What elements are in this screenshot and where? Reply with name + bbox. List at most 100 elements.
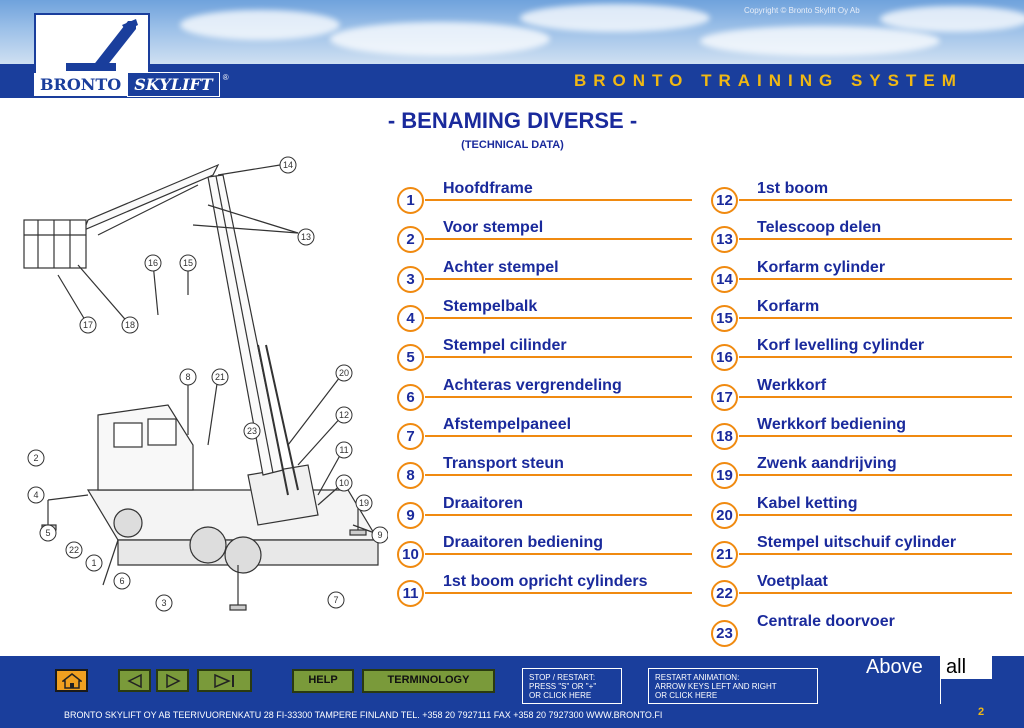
svg-text:16: 16 <box>148 258 158 268</box>
item-label: Hoofdframe <box>443 180 533 197</box>
callout-5: 5 <box>39 524 57 542</box>
bronto-skylift-logo[interactable]: BRONTO SKYLIFT ® <box>34 71 229 97</box>
skylift-truck-diagram: 14 13 16 15 17 18 8 21 20 12 23 11 10 9 … <box>23 156 388 612</box>
item-number: 14 <box>711 266 738 293</box>
svg-text:1: 1 <box>91 558 96 568</box>
callout-11: 11 <box>335 441 353 459</box>
logo-skylift-text: SKYLIFT <box>127 71 220 97</box>
slogan-above: Above <box>866 656 923 678</box>
item-number: 4 <box>397 305 424 332</box>
callout-20: 20 <box>335 364 353 382</box>
training-system-title: BRONTO TRAINING SYSTEM <box>574 71 963 90</box>
item-number: 18 <box>711 423 738 450</box>
callout-4: 4 <box>27 486 45 504</box>
item-label: Achter stempel <box>443 259 559 276</box>
callout-18: 18 <box>121 316 139 334</box>
terminology-button[interactable]: TERMINOLOGY <box>362 669 495 693</box>
slogan-all: all <box>940 656 992 678</box>
item-label: Transport steun <box>443 455 564 472</box>
sky-banner <box>0 0 1024 64</box>
callout-13: 13 <box>297 228 315 246</box>
svg-text:10: 10 <box>339 478 349 488</box>
skylift-emblem-icon <box>66 19 138 71</box>
logo-bronto-text: BRONTO <box>34 72 128 96</box>
svg-text:2: 2 <box>33 453 38 463</box>
play-icon <box>165 673 181 688</box>
callout-7: 7 <box>327 591 345 609</box>
home-icon <box>61 672 82 689</box>
item-label: Afstempelpaneel <box>443 416 572 433</box>
item-label: Werkkorf <box>757 377 827 394</box>
item-number: 20 <box>711 502 738 529</box>
svg-text:15: 15 <box>183 258 193 268</box>
item-label: 1st boom <box>757 180 829 197</box>
item-label: Voor stempel <box>443 219 544 236</box>
item-number: 8 <box>397 462 424 489</box>
callout-23: 23 <box>243 422 261 440</box>
item-number: 12 <box>711 187 738 214</box>
callout-19: 19 <box>355 494 373 512</box>
item-label: Werkkorf bediening <box>757 416 907 433</box>
item-number: 5 <box>397 344 424 371</box>
svg-text:11: 11 <box>339 445 348 455</box>
callout-3: 3 <box>155 594 173 612</box>
page-number: 2 <box>978 706 985 718</box>
item-label: Korf levelling cylinder <box>757 337 925 354</box>
item-label: 1st boom opricht cylinders <box>443 573 648 590</box>
item-number: 17 <box>711 384 738 411</box>
item-number: 11 <box>397 580 424 607</box>
svg-text:21: 21 <box>215 372 225 382</box>
item-label: Zwenk aandrijving <box>757 455 897 472</box>
callout-12: 12 <box>335 406 353 424</box>
svg-text:20: 20 <box>339 368 349 378</box>
svg-text:23: 23 <box>247 426 257 436</box>
item-number: 23 <box>711 620 738 647</box>
restart-animation-info[interactable]: RESTART ANIMATION: ARROW KEYS LEFT AND R… <box>648 668 818 704</box>
svg-text:5: 5 <box>45 528 50 538</box>
home-button[interactable] <box>55 669 88 692</box>
svg-text:3: 3 <box>161 598 166 608</box>
item-number: 16 <box>711 344 738 371</box>
help-button[interactable]: HELP <box>292 669 354 693</box>
svg-text:7: 7 <box>333 595 338 605</box>
registered-mark: ® <box>222 73 229 82</box>
callout-14: 14 <box>279 156 297 174</box>
callout-1: 1 <box>85 554 103 572</box>
svg-text:8: 8 <box>185 372 190 382</box>
item-number: 10 <box>397 541 424 568</box>
callout-9: 9 <box>371 526 388 544</box>
item-label: Achteras vergrendeling <box>443 377 622 394</box>
item-number: 21 <box>711 541 738 568</box>
item-label: Kabel ketting <box>757 495 858 512</box>
svg-text:19: 19 <box>359 498 369 508</box>
next-slide-button[interactable] <box>197 669 252 692</box>
item-label: Korfarm <box>757 298 820 315</box>
page-subtitle: (TECHNICAL DATA) <box>461 139 564 151</box>
item-number: 1 <box>397 187 424 214</box>
copyright-notice: Copyright © Bronto Skylift Oy Ab <box>744 6 860 15</box>
item-number: 7 <box>397 423 424 450</box>
item-number: 3 <box>397 266 424 293</box>
item-label: Draaitoren bediening <box>443 534 604 551</box>
svg-text:18: 18 <box>125 320 135 330</box>
svg-text:4: 4 <box>33 490 38 500</box>
item-number: 22 <box>711 580 738 607</box>
item-label: Stempelbalk <box>443 298 538 315</box>
item-number: 6 <box>397 384 424 411</box>
callout-10: 10 <box>335 474 353 492</box>
item-label: Stempel cilinder <box>443 337 567 354</box>
callout-17: 17 <box>79 316 97 334</box>
item-number: 9 <box>397 502 424 529</box>
item-label: Stempel uitschuif cylinder <box>757 534 957 551</box>
callout-8: 8 <box>179 368 197 386</box>
callout-16: 16 <box>144 254 162 272</box>
stop-restart-info[interactable]: STOP / RESTART: PRESS "S" OR "+" OR CLIC… <box>522 668 622 704</box>
callout-2: 2 <box>27 449 45 467</box>
previous-slide-button[interactable] <box>118 669 151 692</box>
svg-text:6: 6 <box>119 576 124 586</box>
play-button[interactable] <box>156 669 189 692</box>
next-slide-icon <box>213 673 234 688</box>
item-label: Draaitoren <box>443 495 524 512</box>
company-address: BRONTO SKYLIFT OY AB TEERIVUORENKATU 28 … <box>64 710 663 720</box>
item-number: 13 <box>711 226 738 253</box>
